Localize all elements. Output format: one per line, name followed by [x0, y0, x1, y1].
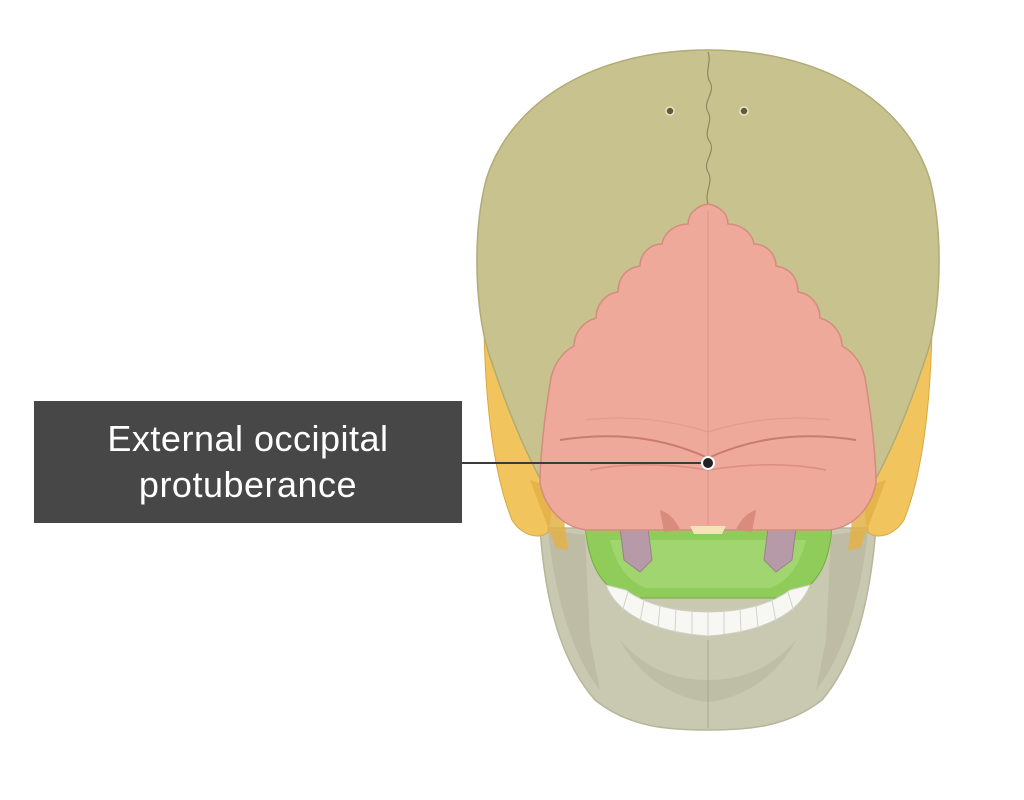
occipital-condyle-right: [736, 510, 756, 532]
palate-highlight: [610, 540, 806, 588]
parietal-foramen-left: [665, 106, 675, 116]
foramen-magnum-gap: [690, 526, 726, 534]
structure-label: External occipital protuberance: [34, 401, 462, 523]
occipital-condyle-left: [660, 510, 680, 532]
external-occipital-protuberance-marker: [701, 456, 715, 470]
structure-label-line-1: External occipital: [107, 418, 389, 459]
highest-nuchal-line: [584, 417, 832, 433]
parietal-foramen-right: [739, 106, 749, 116]
mandible-ramus-left: [548, 530, 600, 690]
teeth-dividers: [621, 591, 795, 636]
mandible-inner-shadow: [620, 640, 796, 702]
structure-label-line-2: protuberance: [138, 464, 358, 505]
mandible-ramus-right: [816, 530, 868, 690]
sagittal-suture: [706, 51, 712, 205]
